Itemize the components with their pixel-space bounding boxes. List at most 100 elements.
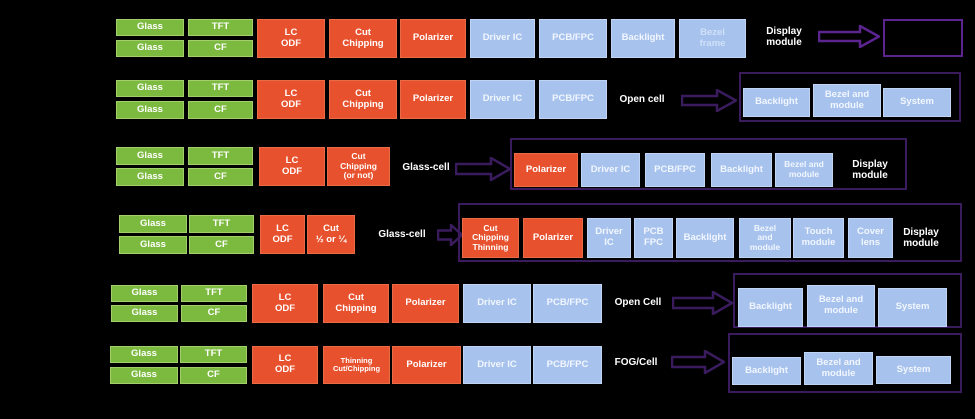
driver-ic-box-text: Driver IC xyxy=(482,93,523,105)
tft-box-text: TFT xyxy=(205,287,223,299)
lc-odf-box-text: LC ODF xyxy=(281,154,303,177)
polarizer-box-text: Polarizer xyxy=(412,32,454,44)
glass-box-text: Glass xyxy=(140,238,166,250)
display-module-label: Display module xyxy=(894,224,948,252)
lc-odf-box-text: LC ODF xyxy=(280,26,302,49)
polarizer-box-text: Polarizer xyxy=(412,93,454,105)
bezel-and-module-box: Bezel and module xyxy=(807,285,875,327)
pcb-fpc-box: PCB/FPC xyxy=(539,19,607,58)
backlight-box-text: Backlight xyxy=(755,96,798,108)
pcb-fpc-box-text: PCB/FPC xyxy=(654,163,696,175)
tft-box-text: TFT xyxy=(211,149,230,161)
cut-chipping-box-text: Cut Chipping xyxy=(342,26,384,49)
tft-box: TFT xyxy=(181,285,247,302)
lc-odf-box-text: LC ODF xyxy=(274,291,296,314)
system-box-text: System xyxy=(895,301,930,313)
open-cell-label: Open cell xyxy=(611,93,673,107)
glass-box: Glass xyxy=(116,147,184,165)
system-box: System xyxy=(883,88,951,117)
backlight-box: Backlight xyxy=(611,19,675,58)
driver-ic-box-text: Driver IC xyxy=(482,32,523,44)
cut-chipping-box-text: Cut Chipping xyxy=(335,291,377,314)
lc-odf-box-text: LC ODF xyxy=(272,222,293,245)
cf-box-text: CF xyxy=(214,42,227,54)
glass-box-text: Glass xyxy=(137,42,163,54)
open-cell-label: Open Cell xyxy=(607,296,669,310)
display-module-label: Display module xyxy=(753,22,815,52)
glass-box-text: Glass xyxy=(137,21,163,33)
polarizer-box: Polarizer xyxy=(514,153,578,187)
cover-lens-box: Cover lens xyxy=(848,218,893,258)
flow-arrow xyxy=(681,89,737,112)
bezel-and-module-box-text: Bezel and module xyxy=(816,356,861,379)
pcb-fpc-box-text: PCB/FPC xyxy=(546,358,589,370)
backlight-box-text: Backlight xyxy=(749,301,792,313)
bezel-and-module-box-text: Bezel and module xyxy=(784,159,824,179)
lc-odf-box-text: LC ODF xyxy=(280,87,302,110)
cf-box-text: CF xyxy=(214,103,227,115)
driver-ic-box: Driver IC xyxy=(581,153,640,187)
cf-box: CF xyxy=(180,367,247,384)
tft-box-text: TFT xyxy=(212,217,231,229)
flow-arrow xyxy=(672,291,733,315)
tft-box: TFT xyxy=(189,215,254,233)
driver-ic-box: Driver IC xyxy=(587,218,631,258)
cut-half-quarter-box: Cut ½ or ¼ xyxy=(307,215,355,254)
glass-box: Glass xyxy=(116,101,184,119)
cf-box: CF xyxy=(188,40,253,57)
driver-ic-box: Driver IC xyxy=(470,19,535,58)
lc-odf-box: LC ODF xyxy=(260,215,305,254)
display-module-label: Display module xyxy=(843,156,897,184)
lc-odf-box: LC ODF xyxy=(257,19,325,58)
display-module-container xyxy=(510,138,907,190)
glass-box-text: Glass xyxy=(137,82,163,94)
cut-chipping-thinning-box: Cut Chipping Thinning xyxy=(462,218,519,258)
polarizer-box-text: Polarizer xyxy=(532,231,574,243)
cf-box: CF xyxy=(188,168,253,186)
display-module-container xyxy=(458,203,962,262)
backlight-box-text: Backlight xyxy=(745,364,788,376)
flow-arrow xyxy=(818,25,880,48)
cut-chipping-or-not-box-text: Cut Chipping (or not) xyxy=(340,151,377,181)
glass-box: Glass xyxy=(119,215,187,233)
driver-ic-box-text: Driver IC xyxy=(595,226,623,248)
polarizer-box-text: Polarizer xyxy=(406,358,447,370)
flow-arrow xyxy=(437,224,463,246)
glass-box: Glass xyxy=(110,346,178,363)
pcb-fpc-box: PCB/FPC xyxy=(533,284,602,323)
glass-box: Glass xyxy=(111,305,178,322)
glass-box-text: Glass xyxy=(131,348,157,360)
cut-chipping-box: Cut Chipping xyxy=(323,284,389,323)
pcb-fpc-box: PCB/FPC xyxy=(645,153,705,187)
block-arrow-icon xyxy=(818,25,880,48)
bezel-and-module-box-text: Bezel and module xyxy=(824,88,870,111)
tft-box: TFT xyxy=(180,346,247,363)
bezel-and-module-box-text: Bezel and module xyxy=(818,294,864,316)
polarizer-box: Polarizer xyxy=(392,284,459,323)
pcb-fpc-box-text: PCB/FPC xyxy=(552,93,594,105)
cover-lens-box-text: Cover lens xyxy=(857,226,884,248)
display-module-label-text: Display module xyxy=(903,226,939,249)
glass-cell-label: Glass-cell xyxy=(400,161,452,175)
fog-cell-label: FOG/Cell xyxy=(606,356,666,370)
pcb-fpc-box: PCB/FPC xyxy=(533,346,602,384)
driver-ic-box: Driver IC xyxy=(463,346,531,384)
cf-box: CF xyxy=(189,236,254,254)
backlight-box: Backlight xyxy=(738,288,803,327)
block-arrow-icon xyxy=(672,291,733,315)
thinning-cut-chipping-box-text: Thinning Cut/Chipping xyxy=(332,355,381,373)
driver-ic-box: Driver IC xyxy=(470,80,535,119)
glass-box-text: Glass xyxy=(131,287,158,299)
polarizer-box-text: Polarizer xyxy=(525,163,567,175)
bezel-and-module-box-text: Bezel and module xyxy=(749,222,781,252)
cut-half-quarter-box-text: Cut ½ or ¼ xyxy=(315,222,347,245)
cut-chipping-box: Cut Chipping xyxy=(329,19,397,58)
cf-box-text: CF xyxy=(207,307,221,319)
module-assembly-container xyxy=(733,273,962,328)
pcb-fpc-box-text: PCB FPC xyxy=(643,226,664,248)
module-assembly-container xyxy=(728,333,962,393)
bezel-and-module-box: Bezel and module xyxy=(739,218,791,258)
lc-odf-box: LC ODF xyxy=(252,346,318,384)
backlight-box-text: Backlight xyxy=(720,163,763,175)
glass-box-text: Glass xyxy=(131,369,157,381)
